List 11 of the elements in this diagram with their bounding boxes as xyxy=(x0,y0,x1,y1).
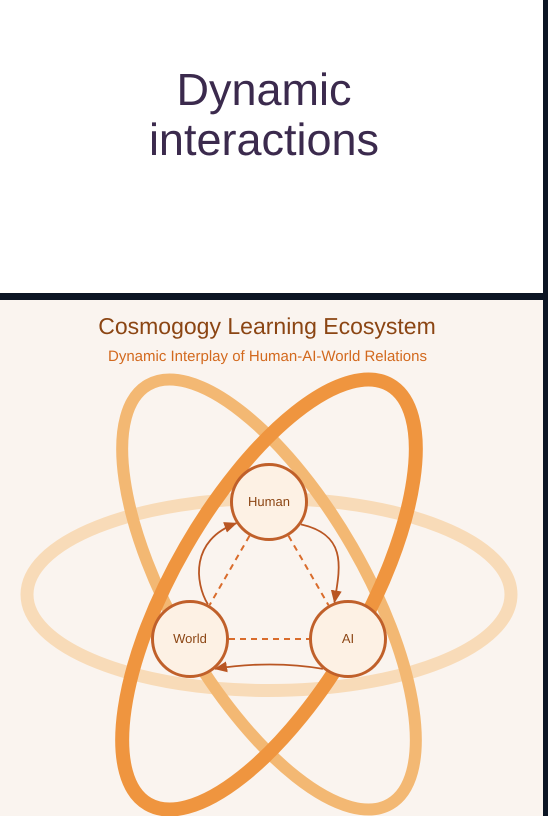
dashed-line xyxy=(229,638,309,640)
curved-arrow xyxy=(214,662,324,672)
dashed-line xyxy=(288,535,330,606)
node-label: World xyxy=(173,631,207,647)
panel-heading: Dynamic interactions xyxy=(148,65,380,165)
dashed-line xyxy=(208,535,250,606)
node-label: Human xyxy=(248,494,290,510)
diagram-title: Cosmogogy Learning Ecosystem xyxy=(98,313,436,339)
node-label: AI xyxy=(342,631,354,647)
curved-arrow xyxy=(198,522,238,605)
diagram-subtitle: Dynamic Interplay of Human-AI-World Relations xyxy=(108,348,427,366)
